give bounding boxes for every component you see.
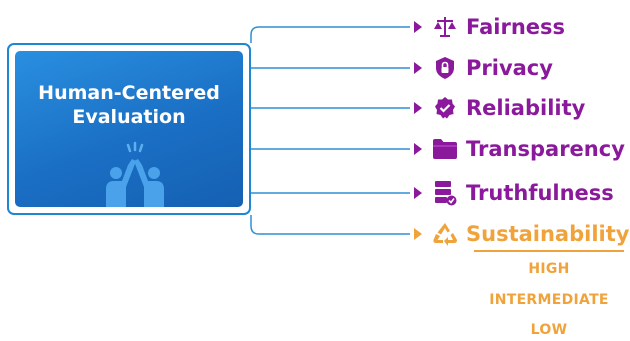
folder-icon (432, 136, 458, 162)
level-option-intermediate[interactable]: INTERMEDIATE (489, 292, 609, 308)
human-centered-evaluation-card: Human-Centered Evaluation (7, 43, 251, 215)
principle-label: Sustainability (466, 222, 630, 246)
principle-item-transparency[interactable]: Transparency (414, 135, 625, 163)
principle-item-reliability[interactable]: Reliability (414, 94, 585, 122)
principle-label: Fairness (466, 15, 566, 39)
high-five-people-icon (106, 141, 164, 207)
sustainability-underline (474, 250, 624, 252)
expand-arrow-icon (414, 228, 422, 240)
badge-check-icon (432, 95, 458, 121)
card-title: Human-Centered Evaluation (15, 81, 243, 129)
server-check-icon (432, 180, 458, 206)
expand-arrow-icon (414, 102, 422, 114)
level-option-high[interactable]: HIGH (528, 261, 570, 277)
principle-label: Reliability (466, 96, 586, 120)
principle-label: Truthfulness (466, 181, 614, 205)
principle-item-truthfulness[interactable]: Truthfulness (414, 179, 614, 207)
shield-lock-icon (432, 55, 458, 81)
principle-label: Privacy (466, 56, 553, 80)
card-title-line1: Human-Centered (38, 82, 220, 104)
principle-item-privacy[interactable]: Privacy (414, 54, 553, 82)
expand-arrow-icon (414, 62, 422, 74)
expand-arrow-icon (414, 143, 422, 155)
recycle-icon (432, 221, 458, 247)
principle-label: Transparency (466, 137, 625, 161)
expand-arrow-icon (414, 187, 422, 199)
principle-item-sustainability[interactable]: Sustainability (414, 220, 629, 248)
principle-item-fairness[interactable]: Fairness (414, 13, 565, 41)
card-title-line2: Evaluation (72, 106, 186, 128)
level-option-low[interactable]: LOW (530, 322, 568, 338)
scales-icon (432, 14, 458, 40)
expand-arrow-icon (414, 21, 422, 33)
